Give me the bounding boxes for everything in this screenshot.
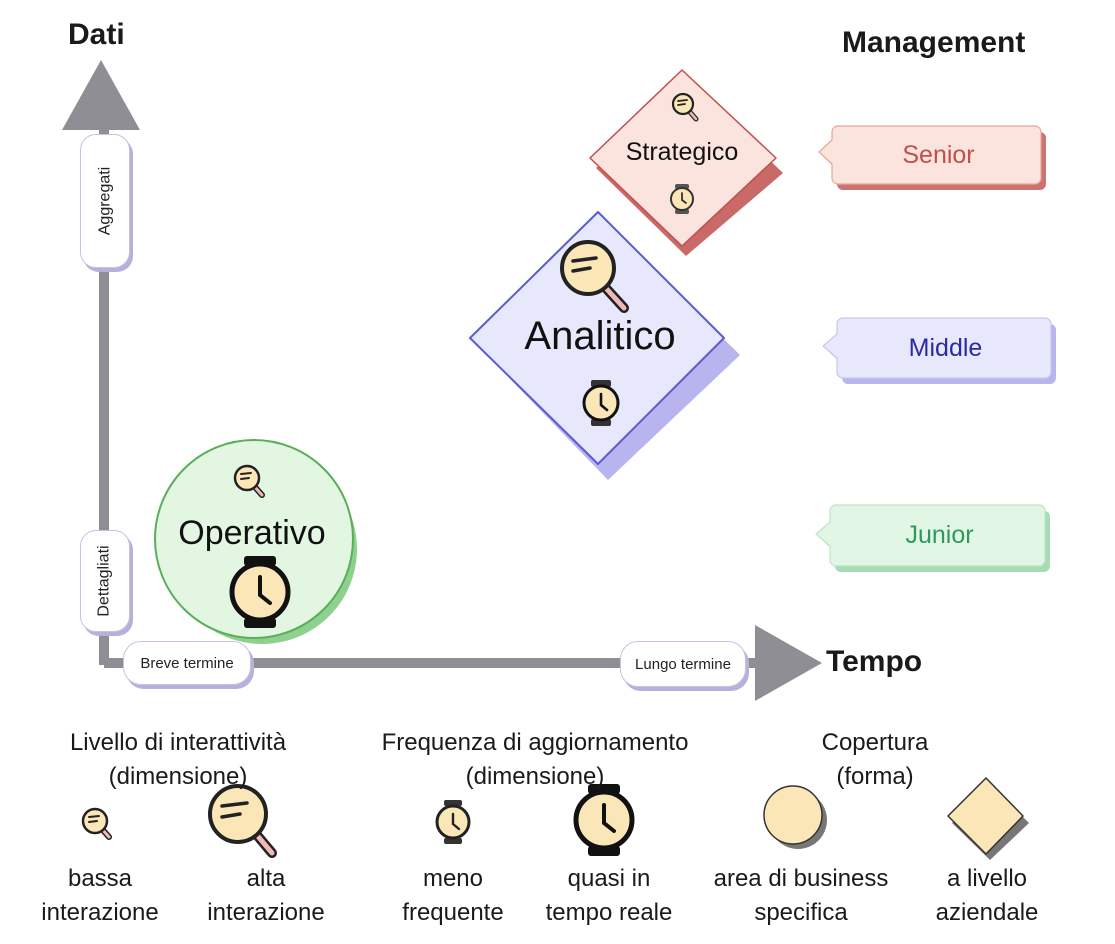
legend-interactivity-title: Livello di interattività (dimensione) [69, 729, 287, 790]
analitico-label: Analitico [524, 314, 676, 358]
stopwatch-icon [435, 800, 471, 844]
middle-callout: Middle [908, 333, 983, 362]
stopwatch-icon [582, 380, 620, 426]
management-title: Management [842, 26, 1026, 59]
magnifier-icon [233, 464, 265, 498]
senior-callout: Senior [902, 140, 975, 169]
x-axis-title: Tempo [826, 645, 923, 678]
y-axis-low-pill: Dettagliati [80, 530, 130, 632]
legend-near-realtime-caption: quasi in tempo reale [545, 865, 673, 926]
y-axis-low-label: Dettagliati [96, 545, 113, 617]
legend-business-area-caption: area di business specifica [713, 865, 889, 926]
y-axis-arrowhead [62, 60, 140, 130]
legend-enterprise-caption: a livello aziendale [935, 865, 1039, 926]
y-axis-high-label: Aggregati [96, 166, 113, 236]
y-axis-high-pill: Aggregati [80, 134, 130, 268]
strategico-diamond-shape [589, 69, 783, 256]
magnifier-icon [208, 784, 277, 858]
operativo-label: Operativo [178, 514, 326, 552]
legend-high-interaction-caption: alta interazione [207, 865, 325, 926]
x-axis-low-pill: Breve termine [123, 641, 251, 685]
legend-coverage-title: Copertura (forma) [821, 729, 929, 790]
x-axis-arrowhead [755, 625, 822, 701]
magnifier-icon [671, 92, 699, 122]
legend-frequency-title: Frequenza di aggiornamento (dimensione) [381, 729, 689, 790]
junior-callout: Junior [905, 521, 974, 549]
stopwatch-icon [229, 556, 291, 628]
diamond-shape-icon [947, 777, 1029, 860]
stopwatch-icon [670, 184, 694, 214]
magnifier-icon [81, 807, 112, 840]
operativo-circle-shape [154, 439, 357, 644]
magnifier-icon [560, 240, 629, 313]
circle-shape-icon [763, 785, 827, 849]
x-axis-high-pill: Lungo termine [620, 641, 746, 687]
legend-less-frequent-caption: meno frequente [402, 865, 504, 926]
legend-low-interaction-caption: bassa interazione [41, 865, 159, 926]
strategico-label: Strategico [625, 138, 739, 166]
stopwatch-icon [573, 784, 635, 856]
senior-callout-shape [818, 125, 1046, 190]
analitico-diamond-shape [469, 211, 740, 480]
middle-callout-shape [822, 317, 1056, 384]
y-axis-title: Dati [68, 18, 125, 51]
junior-callout-shape [815, 504, 1050, 572]
